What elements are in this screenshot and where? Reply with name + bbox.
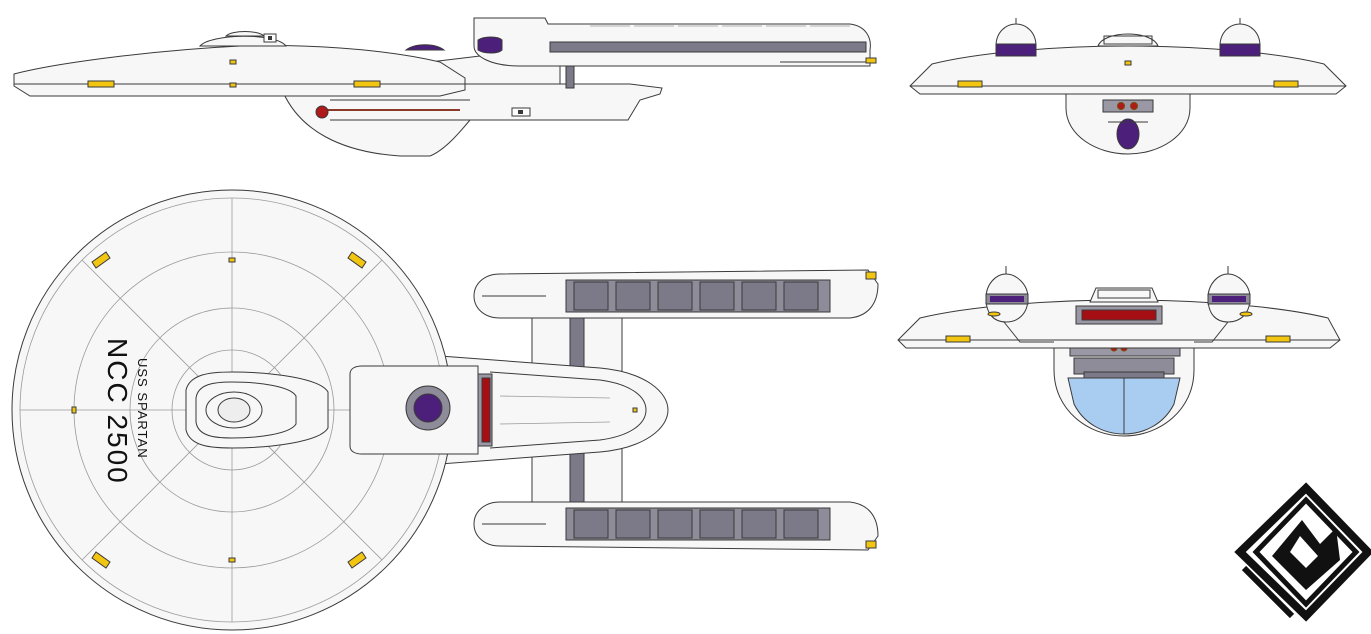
front-nacelle-left <box>995 18 1037 57</box>
front-deflector-icon <box>1116 118 1140 150</box>
top-saucer <box>11 189 453 631</box>
rear-nacelle-left <box>985 266 1029 323</box>
side-secondary-hull <box>282 83 663 157</box>
side-saucer <box>13 45 466 97</box>
side-view <box>13 17 877 157</box>
top-view: USS SPARTAN NCC 2500 <box>11 189 879 631</box>
rear-nacelle-right <box>1207 266 1253 323</box>
front-view <box>909 18 1347 155</box>
top-nacelle-upper <box>473 269 879 319</box>
ship-registry: NCC 2500 <box>102 338 133 485</box>
front-nacelle-right <box>1219 18 1261 57</box>
top-secondary-hull <box>439 355 669 465</box>
top-nacelle-lower <box>473 501 879 551</box>
creator-monogram-logo <box>1234 482 1371 622</box>
side-deflector-icon <box>315 105 329 119</box>
ship-name: USS SPARTAN <box>135 358 150 459</box>
rear-view <box>897 266 1341 437</box>
